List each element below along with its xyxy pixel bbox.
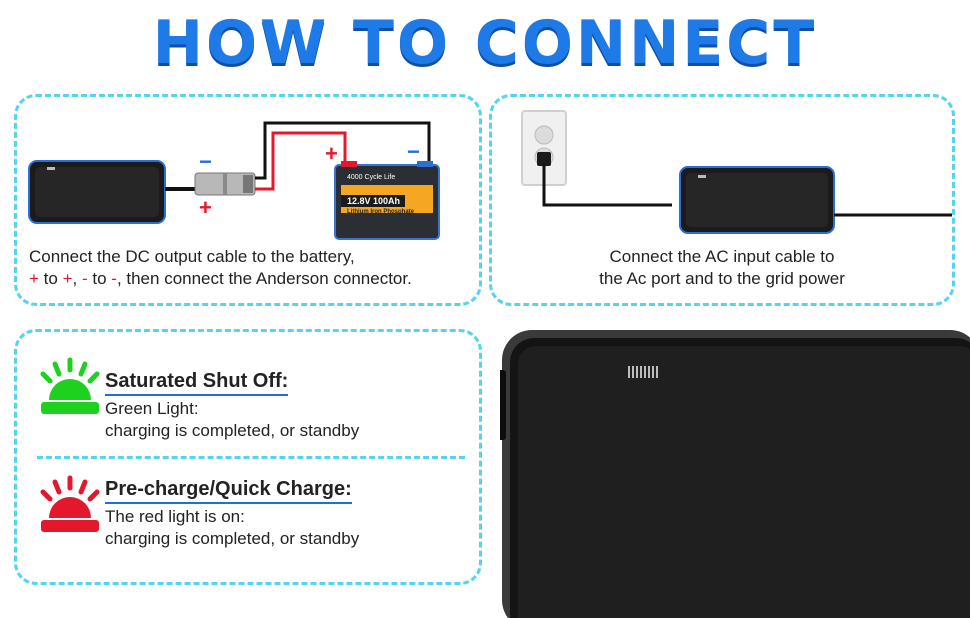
dc-instruction-line1: Connect the DC output cable to the batte… bbox=[29, 247, 355, 266]
led-green-line1: Green Light: bbox=[105, 399, 199, 418]
dc-wiring-diagram bbox=[28, 121, 440, 240]
led-indicator-grille bbox=[628, 366, 658, 378]
battery-plus-sign: + bbox=[325, 141, 338, 166]
charger-closeup-image bbox=[500, 330, 970, 618]
led-red-line1: The red light is on: bbox=[105, 507, 245, 526]
battery-label-sub: Lithium Iron Phosphate bbox=[347, 209, 414, 215]
led-green-line2: charging is completed, or standby bbox=[105, 421, 360, 440]
led-divider bbox=[37, 456, 465, 459]
battery-minus-sign: − bbox=[407, 139, 420, 164]
green-light-icon bbox=[40, 357, 100, 414]
red-light-icon bbox=[40, 475, 100, 532]
led-red-title: Pre-charge/Quick Charge: bbox=[105, 478, 352, 504]
ac-connection-panel: Connect the AC input cable to the Ac por… bbox=[489, 94, 955, 306]
dc-instruction-line2: + to +, - to -, then connect the Anderso… bbox=[29, 269, 412, 288]
led-green-title: Saturated Shut Off: bbox=[105, 370, 289, 396]
connector-plus-sign: + bbox=[199, 195, 212, 220]
led-status-panel: Saturated Shut Off: Green Light: chargin… bbox=[14, 329, 482, 585]
battery-label-top: 4000 Cycle Life bbox=[347, 174, 396, 181]
ac-wiring-diagram bbox=[521, 110, 952, 234]
dc-connection-panel: − + + − 4000 Cycle Life 12.8V 100Ah Lith… bbox=[14, 94, 482, 306]
ac-instruction-line2: the Ac port and to the grid power bbox=[599, 269, 845, 288]
led-red-line2: charging is completed, or standby bbox=[105, 529, 360, 548]
connector-minus-sign-left: − bbox=[199, 149, 212, 174]
ac-instruction-line1: Connect the AC input cable to bbox=[609, 247, 835, 266]
battery-label-main: 12.8V 100Ah bbox=[347, 196, 401, 206]
page-title: HOW TO CONNECT bbox=[152, 8, 818, 78]
